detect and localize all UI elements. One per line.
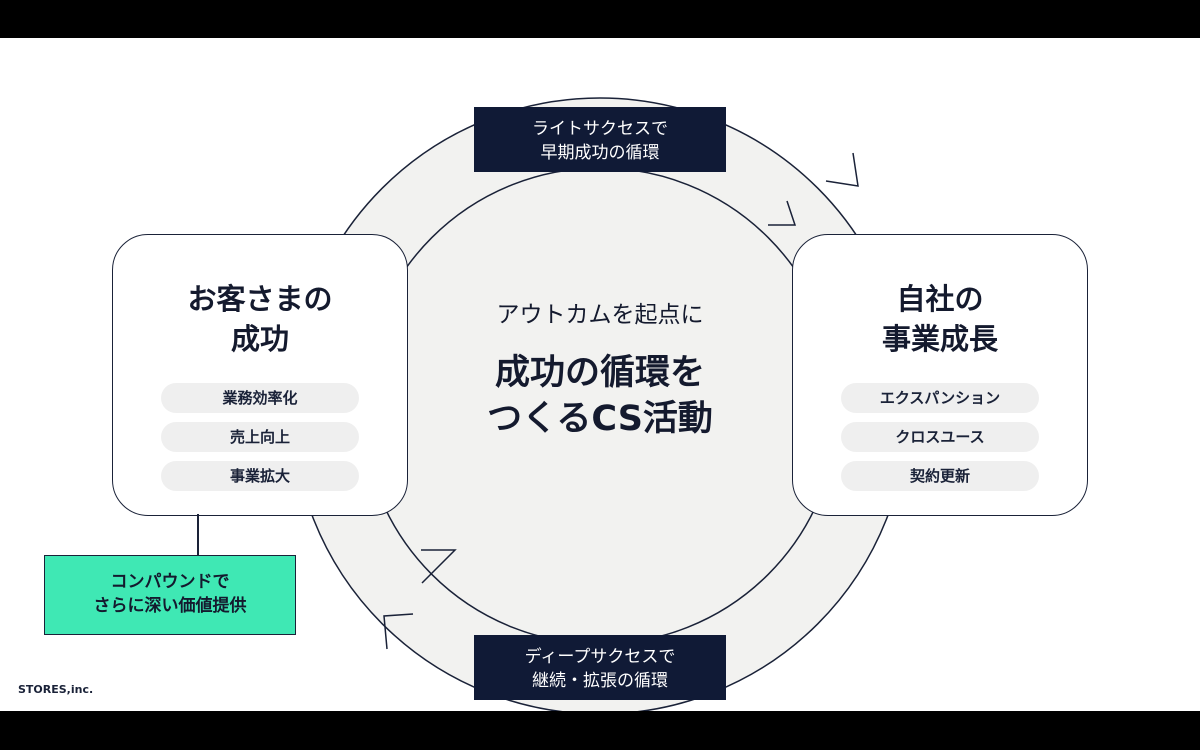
arrowhead-inner-bottom-left xyxy=(421,549,457,584)
light-success-line2: 早期成功の循環 xyxy=(540,143,660,163)
pill-expansion: エクスパンション xyxy=(841,383,1039,413)
company-growth-title-line2: 事業成長 xyxy=(881,322,998,356)
customer-success-title-line1: お客さまの xyxy=(187,282,333,316)
pill-cross-use: クロスユース xyxy=(841,422,1039,452)
deep-success-line1: ディープサクセスで xyxy=(524,647,676,667)
center-title-line2: つくるCS活動 xyxy=(487,399,713,439)
center-title: 成功の循環を つくるCS活動 xyxy=(380,350,820,442)
compound-line2: さらに深い価値提供 xyxy=(93,596,247,616)
customer-success-box: お客さまの 成功 業務効率化 売上向上 事業拡大 xyxy=(112,234,408,516)
center-title-line1: 成功の循環を xyxy=(494,353,705,393)
pill-sales-growth: 売上向上 xyxy=(161,422,359,452)
deep-success-line2: 継続・拡張の循環 xyxy=(532,671,668,691)
light-success-label: ライトサクセスで 早期成功の循環 xyxy=(474,107,726,172)
pill-business-expansion: 事業拡大 xyxy=(161,461,359,491)
compound-connector-line xyxy=(197,514,199,555)
company-growth-title-line1: 自社の xyxy=(896,282,984,316)
pill-contract-renewal: 契約更新 xyxy=(841,461,1039,491)
deep-success-label: ディープサクセスで 継続・拡張の循環 xyxy=(474,635,726,700)
light-success-line1: ライトサクセスで xyxy=(532,119,668,139)
compound-box: コンパウンドで さらに深い価値提供 xyxy=(44,555,296,635)
customer-success-title-line2: 成功 xyxy=(230,322,289,356)
compound-line1: コンパウンドで xyxy=(110,572,230,592)
pill-business-efficiency: 業務効率化 xyxy=(161,383,359,413)
arrowhead-outer-top-right xyxy=(825,152,859,187)
customer-success-title: お客さまの 成功 xyxy=(113,279,407,359)
cycle-rings xyxy=(291,97,909,711)
company-logo: STORES,inc. xyxy=(18,683,94,696)
slide: お客さまの 成功 業務効率化 売上向上 事業拡大 自社の 事業成長 エクスパンシ… xyxy=(0,38,1200,711)
arrowhead-inner-top-right xyxy=(768,200,797,226)
company-growth-box: 自社の 事業成長 エクスパンション クロスユース 契約更新 xyxy=(792,234,1088,516)
company-growth-title: 自社の 事業成長 xyxy=(793,279,1087,359)
center-subtitle: アウトカムを起点に xyxy=(496,302,704,328)
arrowhead-outer-bottom-left xyxy=(383,613,414,650)
